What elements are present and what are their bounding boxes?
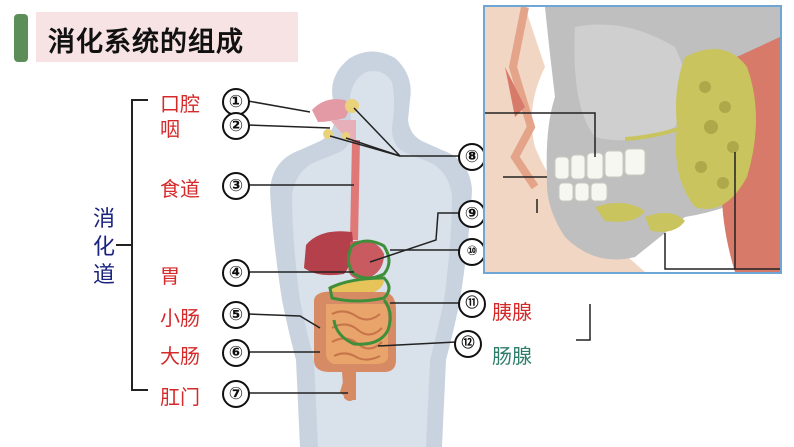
oral-cavity: [312, 99, 349, 122]
page-title: 消化系统的组成: [48, 27, 244, 58]
organ-label-esophagus: 食道: [160, 177, 200, 201]
marker-8: ⑧: [458, 143, 486, 171]
marker-10: ⑩: [458, 238, 486, 266]
leader-lines: [247, 100, 591, 394]
rectum: [342, 372, 356, 401]
title-accent-bar: [14, 14, 28, 62]
intestine-outline: [332, 299, 392, 346]
marker-4: ④: [222, 259, 250, 287]
pancreas-outline: [328, 276, 391, 303]
group-char: 道: [92, 263, 115, 288]
stomach-outline: [347, 239, 391, 280]
head-illustration: [485, 7, 780, 272]
marker-1: ①: [222, 88, 250, 116]
marker-12: ⑫: [454, 330, 482, 358]
liver: [304, 231, 353, 276]
marker-2: ②: [222, 112, 250, 140]
organ-label-mouth: 口腔: [160, 92, 200, 116]
marker-6: ⑥: [222, 339, 250, 367]
group-char: 消: [92, 207, 115, 232]
marker-7: ⑦: [222, 380, 250, 408]
group-char: 化: [92, 235, 115, 260]
salivary-gland: [323, 129, 333, 139]
marker-5: ⑤: [222, 301, 250, 329]
marker-9: ⑨: [458, 200, 486, 228]
gland-label-pancreas: 胰腺: [492, 300, 532, 324]
stomach: [348, 240, 384, 280]
organ-label-stomach: 胃: [160, 264, 180, 288]
gland-label-intestinal: 肠腺: [492, 344, 532, 368]
digestive-tract-label: 消 化 道: [92, 206, 116, 290]
organ-label-large-intestine: 大肠: [160, 344, 200, 368]
organ-label-anus: 肛门: [160, 385, 200, 409]
marker-11: ⑪: [458, 290, 486, 318]
marker-3: ③: [222, 172, 250, 200]
esophagus: [350, 140, 360, 240]
digestive-tract-brace: [116, 99, 148, 391]
title-banner: 消化系统的组成: [36, 12, 298, 62]
head-salivary-photo: [483, 5, 782, 274]
organ-label-pharynx: 咽: [160, 117, 180, 141]
organ-label-small-intestine: 小肠: [160, 306, 200, 330]
